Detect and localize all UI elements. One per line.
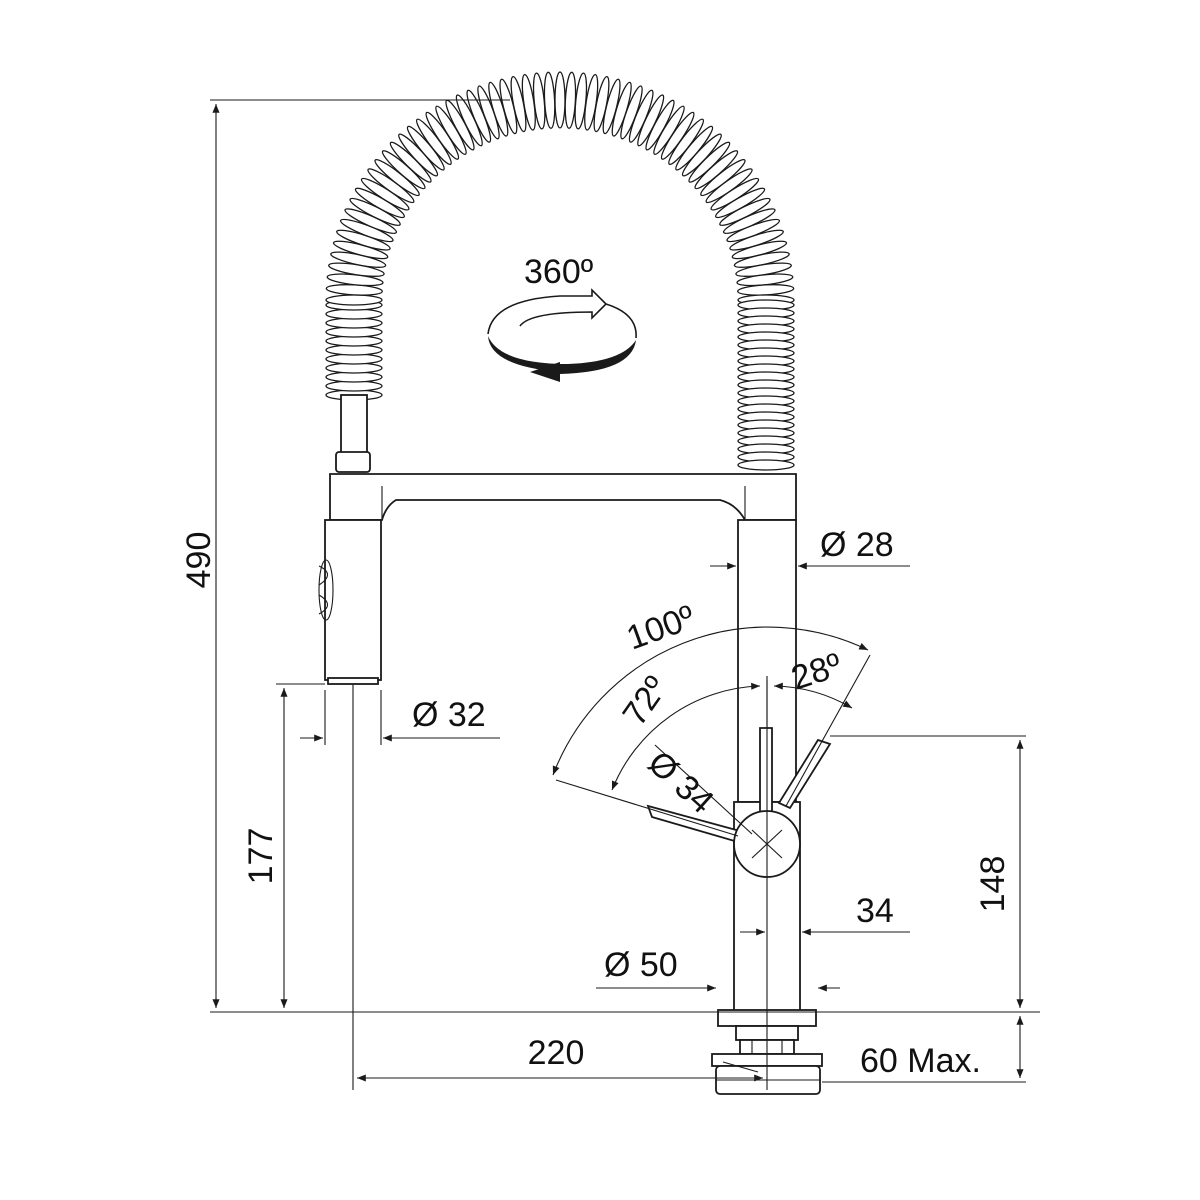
dim-spout-height (276, 683, 325, 1008)
dim-angle-front-label: 72º (615, 670, 675, 733)
rotation-arrow-icon (487, 288, 637, 382)
dim-base-diameter-label: Ø 50 (604, 946, 678, 984)
dim-spray-diameter-label: Ø 32 (412, 696, 486, 734)
dim-max-thickness (822, 1016, 1026, 1083)
dim-handle-height-label: 148 (974, 856, 1012, 913)
dim-total-height (210, 99, 1040, 1013)
sprayer-button (318, 559, 334, 621)
center-lines (352, 680, 768, 1090)
coil-ring (737, 459, 795, 471)
dim-spout-reach-label: 220 (528, 1034, 585, 1072)
dim-lever-angles (552, 626, 871, 837)
dim-column-diameter-label: Ø 28 (820, 526, 894, 564)
dim-angle-total-label: 100º (622, 598, 700, 657)
dim-spray-diameter (300, 690, 500, 745)
coil-ring (554, 71, 566, 129)
spring-coil-hose (325, 71, 795, 471)
dim-total-height-label: 490 (180, 532, 218, 589)
coil-ring (325, 294, 383, 306)
dim-handle-height (830, 735, 1026, 1008)
rotation-label: 360º (524, 253, 593, 291)
dim-body-width-label: 34 (856, 892, 894, 930)
dim-spout-height-label: 177 (242, 828, 280, 885)
faucet-body (318, 394, 832, 1095)
dim-max-thickness-label: 60 Max. (860, 1042, 981, 1080)
